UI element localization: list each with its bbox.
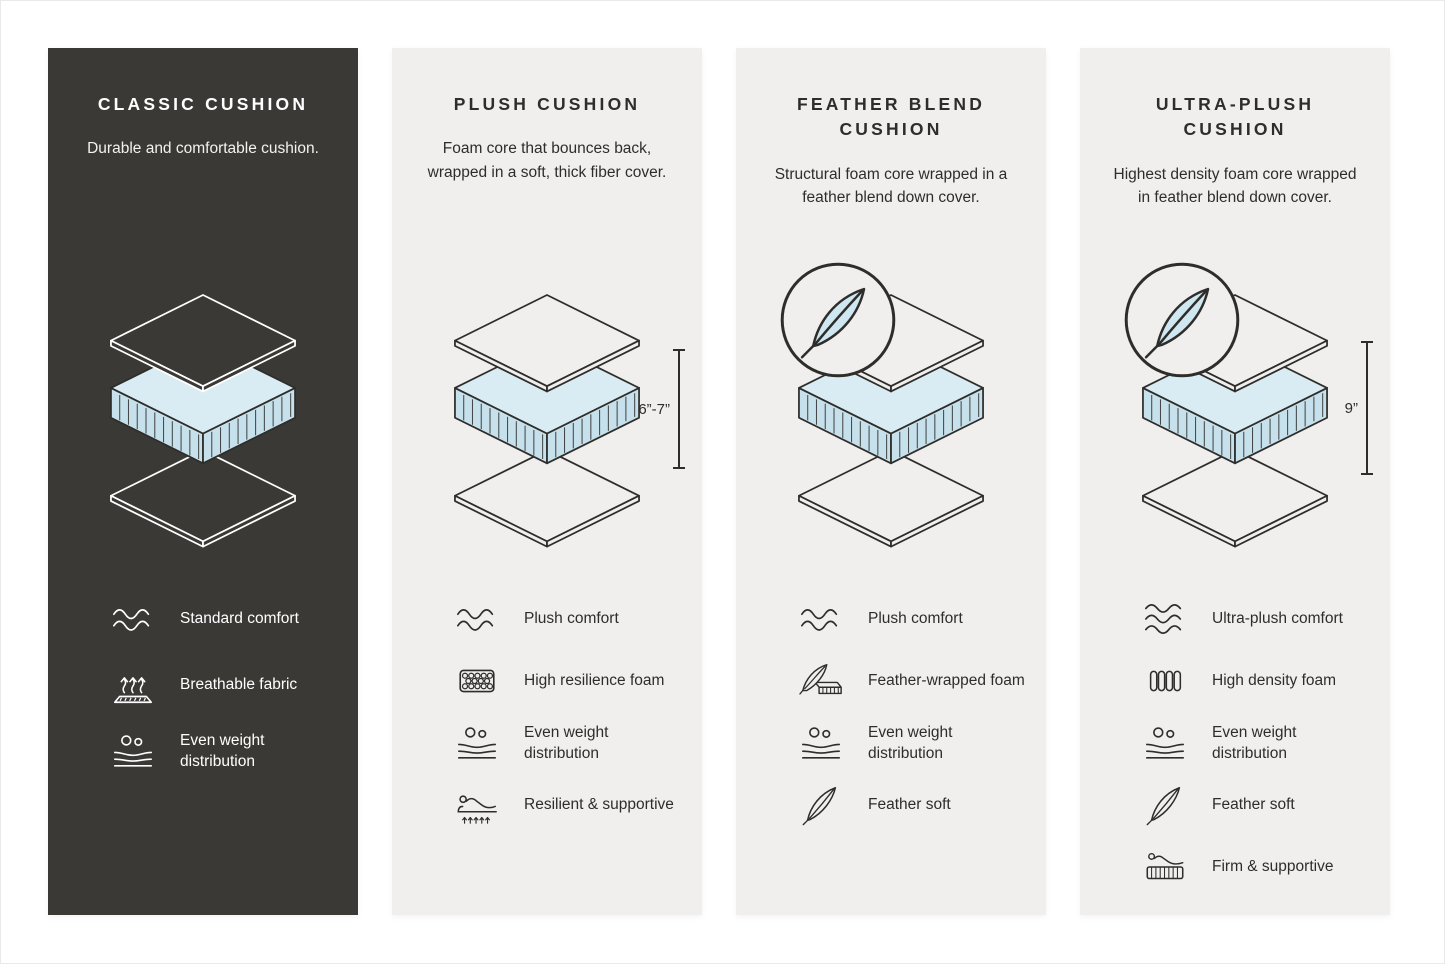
feather-badge-icon [1120, 258, 1244, 382]
measurement-line [673, 349, 685, 469]
weight-distribution-icon [798, 720, 844, 766]
feature-row: Firm & supportive [1142, 842, 1370, 892]
panel-title: ULTRA-PLUSH CUSHION [1155, 94, 1315, 140]
measurement-label: 9” [1344, 399, 1358, 417]
feature-row: Resilient & supportive [454, 780, 682, 830]
weight-distribution-icon [110, 728, 156, 774]
feature-row: Feather soft [798, 780, 1026, 830]
feature-label: Standard comfort [180, 610, 299, 628]
weight-distribution-icon [1142, 720, 1188, 766]
feature-row: High density foam [1142, 656, 1370, 706]
panel-description: Highest density foam core wrapped in fea… [1113, 165, 1357, 206]
feature-row: Breathable fabric [110, 660, 338, 710]
feature-label: Even weight distribution [180, 731, 265, 770]
feature-label: Even weight distribution [524, 723, 609, 762]
layered-cushion-icon [433, 288, 661, 551]
cushion-illustration: 6”-7” [412, 288, 685, 580]
panel-description: Durable and comfortable cushion. [87, 140, 319, 158]
feature-row: Feather soft [1142, 780, 1370, 830]
feature-row: Plush comfort [454, 594, 682, 644]
waves-dense-icon [1142, 596, 1188, 642]
feature-label: Feather soft [1212, 796, 1295, 814]
feature-label: Even weight distribution [1212, 723, 1297, 762]
feature-label: Ultra-plush comfort [1212, 610, 1343, 628]
cushion-illustration [756, 288, 1026, 580]
panel-header: CLASSIC CUSHION Durable and comfortable … [68, 92, 338, 274]
feature-label: Resilient & supportive [524, 796, 674, 814]
panel-header: FEATHER BLEND CUSHION Structural foam co… [756, 92, 1026, 274]
feature-label: Firm & supportive [1212, 858, 1334, 876]
cushion-illustration: 9” [1100, 288, 1373, 580]
panel-title: FEATHER BLEND CUSHION [796, 94, 986, 140]
waves-icon [798, 596, 844, 642]
feature-label: Even weight distribution [868, 723, 953, 762]
feature-label: Breathable fabric [180, 676, 298, 694]
height-measurement: 6”-7” [638, 349, 685, 469]
feather-icon [1142, 782, 1188, 828]
weight-distribution-icon [454, 720, 500, 766]
measurement-line [1361, 341, 1373, 475]
panel-header: ULTRA-PLUSH CUSHION Highest density foam… [1100, 92, 1370, 274]
feature-row: Ultra-plush comfort [1142, 594, 1370, 644]
panel-description: Structural foam core wrapped in a feathe… [774, 165, 1008, 206]
density-foam-icon [1142, 658, 1188, 704]
feature-row: High resilience foam [454, 656, 682, 706]
feature-list: Standard comfort Breathable fabric Even … [68, 594, 338, 776]
feature-label: Feather-wrapped foam [868, 672, 1025, 690]
feature-row: Feather-wrapped foam [798, 656, 1026, 706]
panel-plush-cushion: PLUSH CUSHION Foam core that bounces bac… [392, 48, 702, 915]
waves-icon [110, 596, 156, 642]
height-measurement: 9” [1344, 341, 1373, 475]
feature-row: Even weight distribution [454, 718, 682, 768]
feature-list: Plush comfort High resilience foam Even … [412, 594, 682, 830]
feature-label: High resilience foam [524, 672, 665, 690]
feather-icon [798, 782, 844, 828]
panel-classic-cushion: CLASSIC CUSHION Durable and comfortable … [48, 48, 358, 915]
foam-cells-icon [454, 658, 500, 704]
feature-row: Standard comfort [110, 594, 338, 644]
waves-icon [454, 596, 500, 642]
feature-row: Plush comfort [798, 594, 1026, 644]
breathable-fabric-icon [110, 662, 156, 708]
feature-label: High density foam [1212, 672, 1337, 690]
panel-ultra-plush-cushion: ULTRA-PLUSH CUSHION Highest density foam… [1080, 48, 1390, 915]
panel-header: PLUSH CUSHION Foam core that bounces bac… [412, 92, 682, 274]
panel-feather-blend-cushion: FEATHER BLEND CUSHION Structural foam co… [736, 48, 1046, 915]
measurement-label: 6”-7” [638, 400, 670, 418]
feature-row: Even weight distribution [1142, 718, 1370, 768]
cushion-comparison-board: CLASSIC CUSHION Durable and comfortable … [48, 48, 1390, 915]
feather-badge-icon [776, 258, 900, 382]
feather-foam-icon [798, 658, 844, 704]
panel-description: Foam core that bounces back, wrapped in … [427, 140, 667, 181]
feature-label: Plush comfort [868, 610, 963, 628]
feature-row: Even weight distribution [798, 718, 1026, 768]
panel-title: PLUSH CUSHION [453, 94, 641, 114]
feature-label: Feather soft [868, 796, 951, 814]
panel-title: CLASSIC CUSHION [97, 94, 309, 114]
cushion-illustration [68, 288, 338, 580]
feature-list: Plush comfort Feather-wrapped foam Even … [756, 594, 1026, 830]
feature-list: Ultra-plush comfort High density foam Ev… [1100, 594, 1370, 892]
layered-cushion-icon [89, 288, 317, 551]
feature-label: Plush comfort [524, 610, 619, 628]
recline-support-icon [454, 782, 500, 828]
feature-row: Even weight distribution [110, 726, 338, 776]
firm-support-icon [1142, 844, 1188, 890]
